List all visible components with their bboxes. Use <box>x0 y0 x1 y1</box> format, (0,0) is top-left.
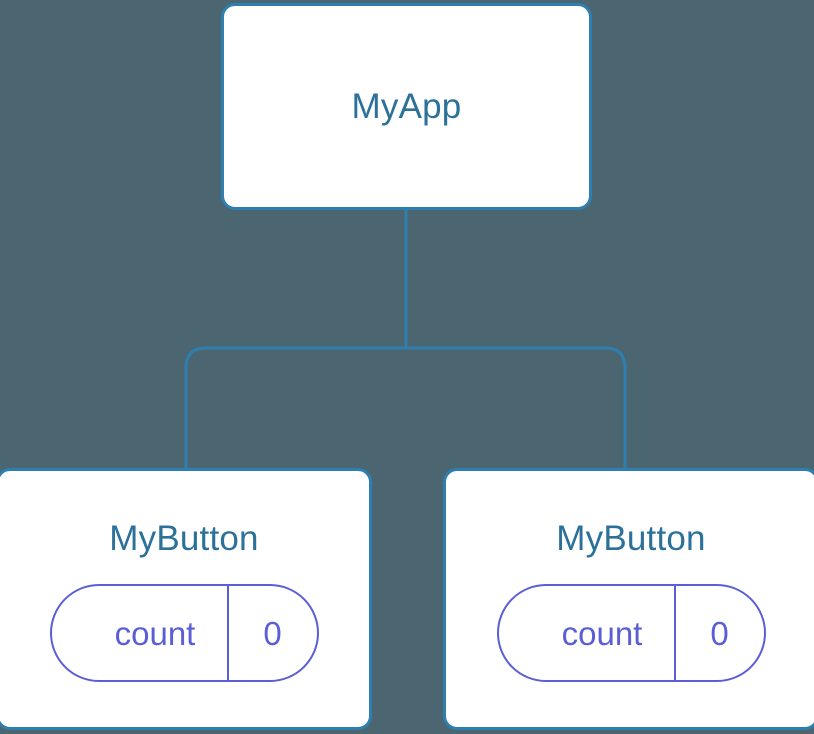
node-title: MyApp <box>351 87 462 126</box>
edge-branch-bar <box>184 346 627 468</box>
node-title: MyButton <box>556 519 706 558</box>
state-value: 0 <box>226 586 317 680</box>
state-value: 0 <box>673 586 764 680</box>
state-key: count <box>561 614 643 652</box>
node-mybutton-2[interactable]: MyButton count 0 <box>443 468 814 730</box>
state-pill[interactable]: count 0 <box>496 584 766 682</box>
state-pill[interactable]: count 0 <box>49 584 319 682</box>
state-key: count <box>114 614 196 652</box>
node-mybutton-1[interactable]: MyButton count 0 <box>0 468 372 730</box>
node-myapp[interactable]: MyApp <box>221 3 592 210</box>
node-title: MyButton <box>109 519 259 558</box>
